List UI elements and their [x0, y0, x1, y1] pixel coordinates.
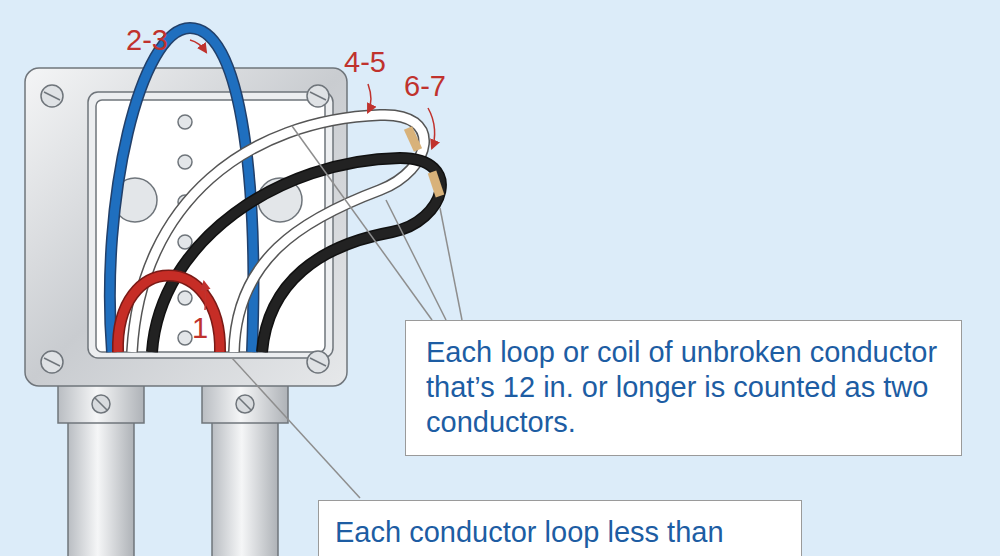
conductor-wires: [110, 28, 441, 352]
callout-arrow: [190, 40, 435, 310]
callout-text: Each conductor loop less than: [335, 515, 785, 550]
callout-number: 4-5: [344, 46, 386, 78]
conduit: [58, 385, 288, 556]
callout-box: Each conductor loop less than: [318, 500, 802, 556]
callout-number: 1: [192, 312, 208, 344]
callout-box: Each loop or coil of unbroken conductor …: [405, 320, 962, 456]
callout-number: 6-7: [404, 70, 446, 102]
callout-number: 2-3: [126, 24, 168, 56]
callout-text: Each loop or coil of unbroken conductor …: [426, 335, 941, 440]
